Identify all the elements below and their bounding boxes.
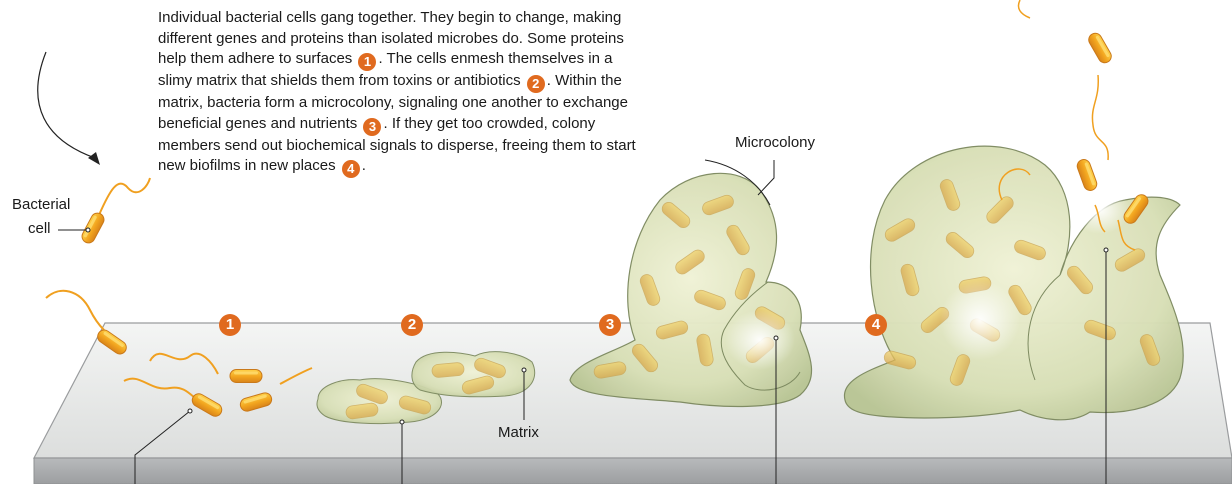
step-badge-2: 2 (401, 314, 423, 336)
step-marker-4: 4 (342, 160, 360, 178)
bacterial-cell-label-line2: cell (28, 220, 51, 237)
microcolony-label: Microcolony (735, 134, 815, 151)
flagellum (99, 178, 150, 215)
bacterium (230, 370, 262, 383)
step-badge-1: 1 (219, 314, 241, 336)
arrow-head-icon (88, 152, 100, 165)
step-badge-4: 4 (865, 314, 887, 336)
description-text: Individual bacterial cells gang together… (158, 8, 638, 178)
mature-biofilm-matrix (844, 146, 1183, 420)
dispersing-bacterium (1075, 158, 1098, 193)
surface-front (34, 458, 1232, 484)
step-marker-2: 2 (527, 75, 545, 93)
description-part: . (362, 157, 366, 174)
step-marker-1: 1 (358, 53, 376, 71)
free-bacterium (80, 211, 107, 245)
matrix-label: Matrix (498, 424, 539, 441)
step-badge-3: 3 (599, 314, 621, 336)
bacterial-cell-label-line1: Bacterial (12, 196, 70, 213)
step-marker-3: 3 (363, 118, 381, 136)
arrow-curve (38, 52, 95, 158)
dispersing-bacterium (1086, 31, 1113, 65)
